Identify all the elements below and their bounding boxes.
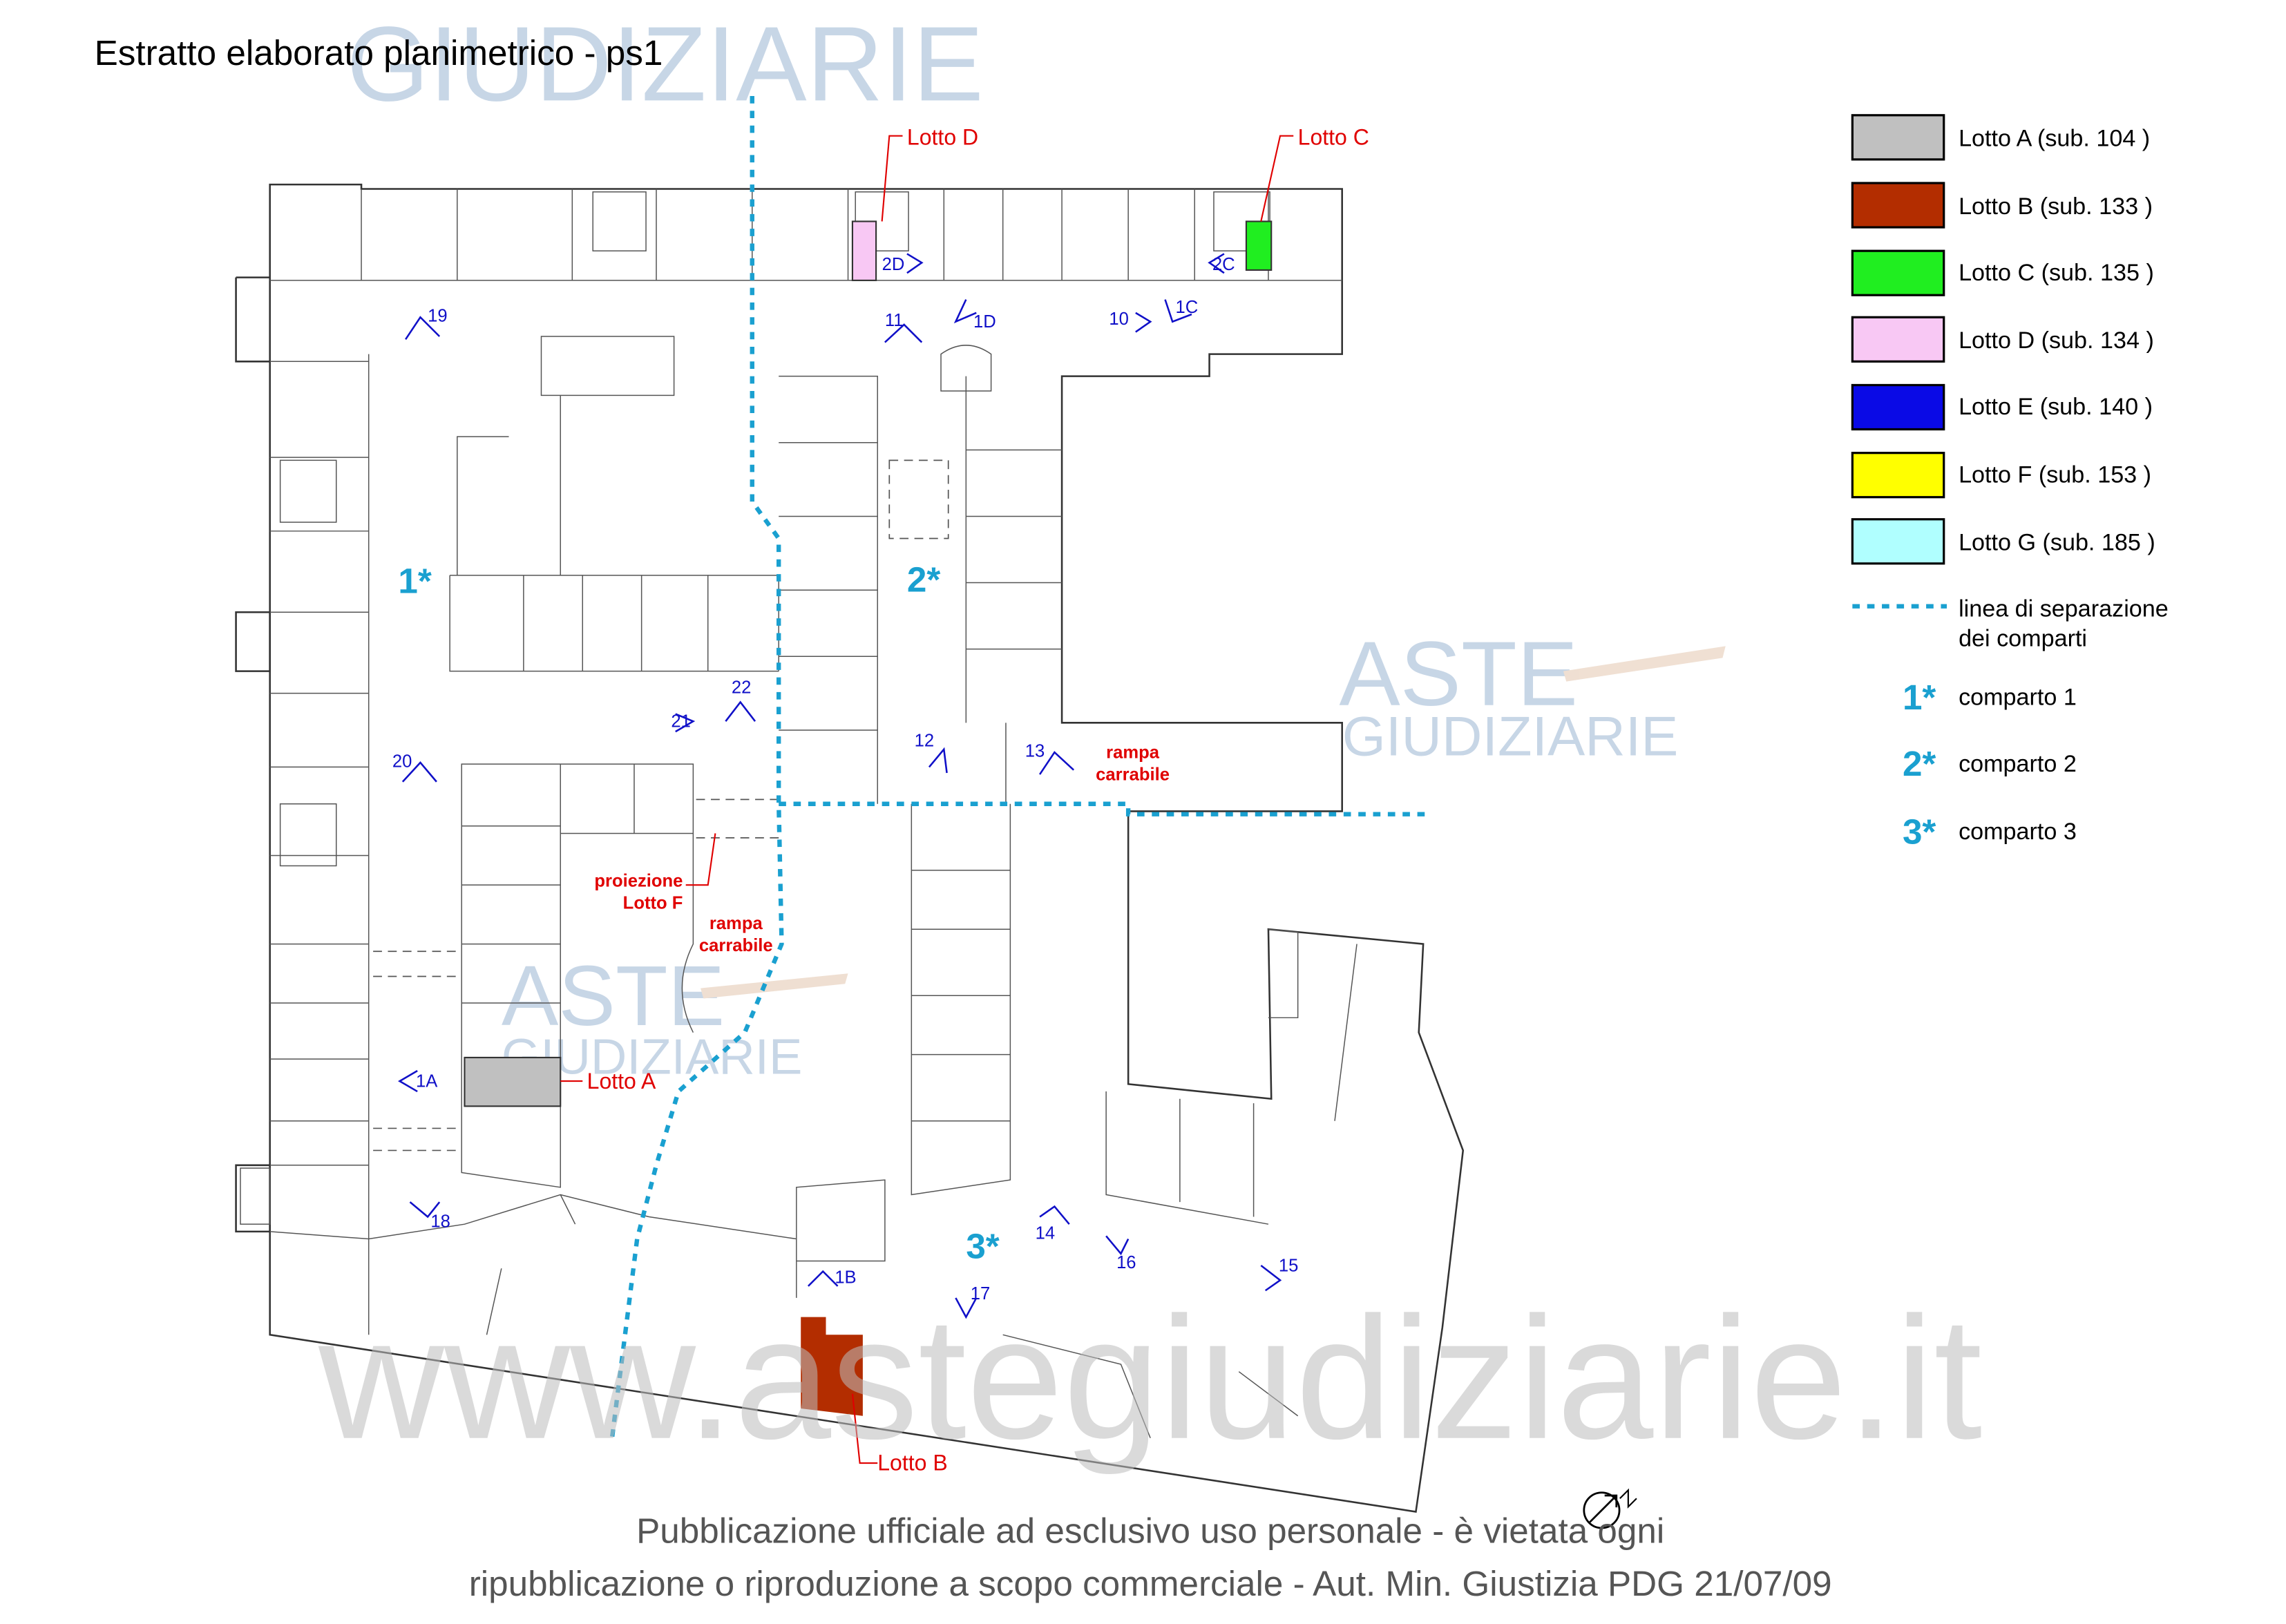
legend-swatch (1851, 383, 1945, 431)
compartment-1-label: 1* (398, 561, 431, 600)
legend-compartment-2-label: comparto 2 (1959, 751, 2077, 777)
legend-item-lotto-g: Lotto G (sub. 185 ) (1851, 518, 2155, 565)
legend-separator-label-2: dei comparti (1959, 625, 2087, 651)
viewpoint-20: 20 (392, 752, 412, 771)
compartment-3-label: 3* (966, 1226, 999, 1265)
label-carrabile-1: carrabile (699, 936, 773, 955)
legend-item-lotto-c: Lotto C (sub. 135 ) (1851, 249, 2154, 296)
legend-item-lotto-f: Lotto F (sub. 153 ) (1851, 452, 2151, 499)
legend-separator-label-1: linea di separazione (1959, 596, 2169, 622)
legend-swatch (1851, 249, 1945, 296)
watermark-site: www.astegiudiziarie.it (318, 1281, 1982, 1475)
legend-label: Lotto E (sub. 140 ) (1959, 394, 2153, 420)
viewpoint-17: 17 (971, 1284, 991, 1303)
label-proiezione-lotto-f: Lotto F (623, 893, 683, 913)
lotto-a-area[interactable] (464, 1056, 562, 1107)
watermark-aste-center: ASTE (502, 948, 725, 1044)
footer-line-1: Pubblicazione ufficiale ad esclusivo uso… (636, 1511, 1664, 1550)
building-outline (235, 183, 1465, 1513)
watermark-giudiziarie-right: GIUDIZIARIE (1342, 705, 1679, 767)
label-lotto-b: Lotto B (877, 1451, 947, 1475)
legend-item-lotto-a: Lotto A (sub. 104 ) (1851, 114, 2150, 161)
viewpoint-10: 10 (1109, 309, 1129, 329)
label-proiezione: proiezione (594, 871, 683, 890)
north-arrow-icon (1583, 1488, 1637, 1529)
legend-swatch (1851, 316, 1945, 363)
viewpoint-1b: 1B (835, 1268, 856, 1288)
legend-item-lotto-e: Lotto E (sub. 140 ) (1851, 383, 2153, 431)
watermarks: GIUDIZIARIE ASTE GIUDIZIARIE ASTE GIUDIZ… (347, 4, 1726, 1085)
label-lotto-c: Lotto C (1298, 124, 1369, 149)
watermark-giudiziarie-top: GIUDIZIARIE (347, 4, 984, 123)
viewpoint-16: 16 (1116, 1253, 1136, 1272)
lotto-c-area[interactable] (1245, 220, 1273, 271)
legend-compartment-3-label: comparto 3 (1959, 819, 2077, 845)
compartment-separation-line (609, 96, 784, 1439)
compartment-separation-line-horizontal (779, 801, 1431, 816)
legend-compartment-2-symbol: 2* (1903, 744, 1936, 783)
viewpoint-18: 18 (430, 1212, 450, 1231)
viewpoints: 19 1D 11 2D 10 1C 2C 22 21 20 12 13 1A 1… (392, 253, 1299, 1319)
viewpoint-13: 13 (1025, 741, 1045, 761)
legend-swatch (1851, 452, 1945, 499)
label-rampa-1: rampa (709, 914, 763, 933)
viewpoint-2d: 2D (882, 255, 905, 274)
watermark-aste-right: ASTE (1339, 623, 1578, 725)
viewpoint-2c: 2C (1212, 255, 1235, 274)
viewpoint-19: 19 (428, 307, 448, 326)
lotto-d-area[interactable] (851, 220, 877, 281)
legend-compartment-1-label: comparto 1 (1959, 685, 2077, 711)
viewpoint-14: 14 (1036, 1224, 1056, 1243)
legend-compartment-1-symbol: 1* (1903, 678, 1936, 717)
label-lotto-d: Lotto D (907, 124, 978, 149)
legend-item-lotto-d: Lotto D (sub. 134 ) (1851, 316, 2154, 363)
compartment-2-label: 2* (907, 560, 940, 599)
label-lotto-a: Lotto A (587, 1069, 656, 1093)
lot-labels: Lotto A Lotto B Lotto C Lotto D proiezio… (560, 124, 1369, 1475)
legend-swatch (1851, 182, 1945, 229)
legend-item-lotto-b: Lotto B (sub. 133 ) (1851, 182, 2153, 229)
label-rampa-2: rampa (1106, 743, 1160, 763)
footer-line-2: ripubblicazione o riproduzione a scopo c… (469, 1564, 1832, 1603)
legend-label: Lotto D (sub. 134 ) (1959, 327, 2154, 354)
viewpoint-21: 21 (671, 712, 690, 732)
legend-label: Lotto F (sub. 153 ) (1959, 461, 2151, 488)
viewpoint-11: 11 (885, 311, 904, 330)
legend-swatch (1851, 518, 1945, 565)
lotto-b-area[interactable] (801, 1317, 863, 1416)
viewpoint-1d: 1D (973, 312, 996, 332)
viewpoint-12: 12 (915, 731, 935, 750)
page-title: Estratto elaborato planimetrico - ps1 (95, 33, 663, 73)
legend-label: Lotto B (sub. 133 ) (1959, 193, 2153, 220)
viewpoint-1c: 1C (1175, 298, 1198, 317)
viewpoint-15: 15 (1279, 1257, 1299, 1276)
legend-compartment-3-symbol: 3* (1903, 812, 1936, 851)
legend-swatch (1851, 114, 1945, 161)
viewpoint-22: 22 (732, 678, 752, 698)
legend-label: Lotto A (sub. 104 ) (1959, 126, 2150, 152)
label-carrabile-2: carrabile (1096, 765, 1170, 785)
legend-label: Lotto G (sub. 185 ) (1959, 530, 2155, 556)
legend-label: Lotto C (sub. 135 ) (1959, 260, 2154, 286)
legend: Lotto A (sub. 104 ) Lotto B (sub. 133 ) … (1851, 114, 2169, 851)
viewpoint-1a: 1A (416, 1072, 438, 1091)
